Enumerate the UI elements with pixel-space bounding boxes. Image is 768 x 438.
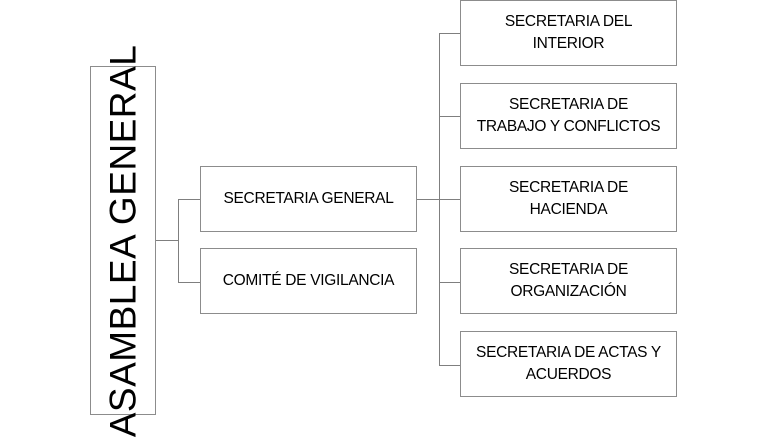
connector-to-actas bbox=[439, 365, 460, 366]
node-label: ASAMBLEA GENERAL bbox=[102, 44, 144, 437]
node-label-line1: SECRETARIA DE bbox=[509, 261, 628, 278]
connector-to-comite bbox=[178, 282, 200, 283]
node-asamblea-general: ASAMBLEA GENERAL bbox=[90, 44, 156, 437]
node-label-line2: ORGANIZACIÓN bbox=[510, 283, 627, 300]
connector-to-secretaria-general bbox=[178, 199, 200, 200]
node-label-line1: SECRETARIA DE bbox=[509, 96, 628, 113]
node-label-line2: HACIENDA bbox=[529, 201, 608, 218]
node-label-line1: SECRETARIA DE bbox=[509, 179, 628, 196]
node-secretaria-del-interior: SECRETARIA DEL INTERIOR bbox=[460, 0, 677, 66]
connector-secretaria-general-out bbox=[417, 199, 460, 200]
node-comite-de-vigilancia: COMITÉ DE VIGILANCIA bbox=[200, 248, 417, 314]
connector-to-interior bbox=[439, 33, 460, 34]
connector-level1-vertical bbox=[178, 199, 179, 282]
node-label: SECRETARIA GENERAL bbox=[223, 190, 394, 207]
node-secretaria-de-organizacion: SECRETARIA DE ORGANIZACIÓN bbox=[460, 248, 677, 314]
node-secretaria-de-trabajo: SECRETARIA DE TRABAJO Y CONFLICTOS bbox=[460, 83, 677, 149]
connector-root bbox=[156, 240, 178, 241]
connector-to-trabajo bbox=[439, 116, 460, 117]
node-label-line1: SECRETARIA DEL bbox=[504, 13, 633, 30]
connector-level2-vertical bbox=[439, 33, 440, 365]
node-label: COMITÉ DE VIGILANCIA bbox=[222, 272, 395, 289]
connector-to-organizacion bbox=[439, 282, 460, 283]
node-label-line1: SECRETARIA DE ACTAS Y bbox=[476, 344, 661, 361]
node-label-line2: INTERIOR bbox=[532, 35, 605, 52]
node-label-line2: ACUERDOS bbox=[525, 366, 612, 383]
node-secretaria-general: SECRETARIA GENERAL bbox=[200, 166, 417, 232]
node-secretaria-de-actas: SECRETARIA DE ACTAS Y ACUERDOS bbox=[460, 331, 677, 397]
node-label-line2: TRABAJO Y CONFLICTOS bbox=[476, 118, 661, 135]
node-secretaria-de-hacienda: SECRETARIA DE HACIENDA bbox=[460, 166, 677, 232]
